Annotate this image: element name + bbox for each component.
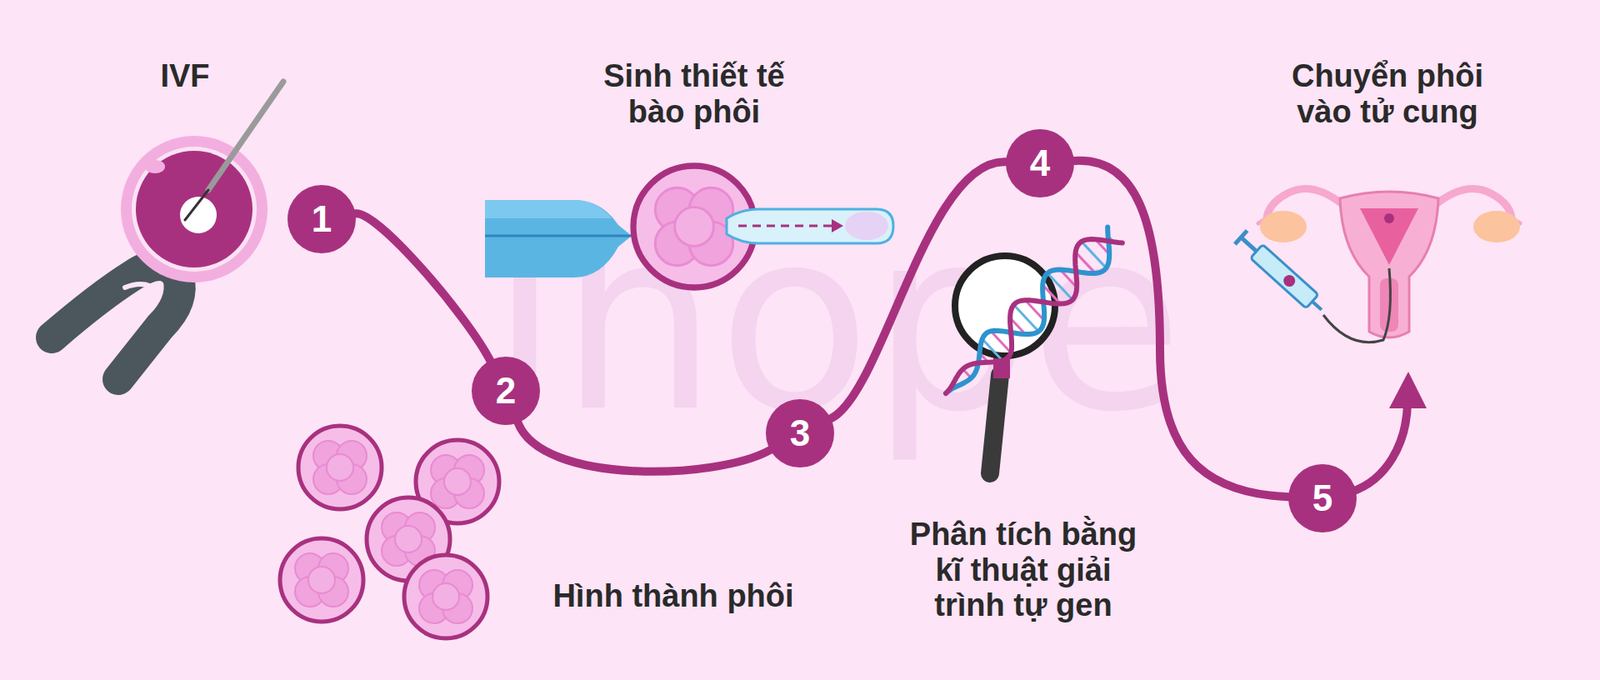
step-number: 5 bbox=[1312, 480, 1333, 517]
art-part bbox=[990, 375, 1000, 474]
process-curve bbox=[355, 213, 490, 360]
dna-rung bbox=[982, 339, 1003, 361]
holding-pipette bbox=[51, 265, 180, 380]
process-curve bbox=[1074, 160, 1289, 497]
art-part bbox=[1250, 244, 1319, 309]
art-part bbox=[1260, 210, 1307, 243]
art-part bbox=[485, 235, 632, 238]
art-part bbox=[1473, 210, 1520, 243]
art-part bbox=[1384, 213, 1395, 224]
egg-cell bbox=[120, 135, 268, 283]
art-part bbox=[955, 255, 1055, 356]
art-part bbox=[1389, 371, 1427, 409]
art-part bbox=[726, 209, 894, 244]
dna-helix bbox=[945, 227, 1123, 394]
art-part bbox=[185, 190, 209, 220]
embryo-cluster bbox=[280, 425, 500, 639]
art-part bbox=[145, 160, 165, 174]
art-part bbox=[280, 538, 364, 622]
step-number: 4 bbox=[1030, 145, 1050, 182]
injection-needle bbox=[185, 81, 284, 220]
art-part bbox=[738, 225, 834, 228]
step-caption: Chuyển phôi vào tử cung bbox=[1273, 58, 1503, 130]
step-caption: Sinh thiết tế bào phôi bbox=[592, 58, 797, 130]
art-part bbox=[208, 81, 284, 190]
dna-rung bbox=[1047, 273, 1073, 300]
art-part bbox=[485, 200, 632, 278]
biopsy-pipette bbox=[485, 200, 632, 278]
art-part bbox=[1240, 237, 1257, 252]
step-caption: IVF bbox=[160, 58, 210, 95]
art-part bbox=[1360, 208, 1419, 265]
process-curve bbox=[518, 422, 771, 471]
art-part bbox=[51, 265, 180, 380]
final-arrow bbox=[1351, 371, 1427, 492]
step-number: 1 bbox=[311, 200, 332, 238]
step-circle: 4 bbox=[1005, 129, 1075, 198]
step-circle: 1 bbox=[287, 185, 356, 254]
dna-strand bbox=[945, 227, 1110, 394]
art-part bbox=[298, 425, 382, 510]
biopsy-needle bbox=[726, 209, 894, 244]
art-part bbox=[831, 219, 844, 233]
art-part bbox=[1312, 301, 1322, 310]
step-caption: Hình thành phôi bbox=[552, 578, 794, 615]
art-part bbox=[131, 146, 257, 272]
art-part bbox=[1280, 272, 1298, 290]
art-part bbox=[135, 150, 253, 268]
art-part bbox=[1235, 230, 1328, 317]
art-part bbox=[404, 555, 488, 639]
art-part bbox=[845, 211, 889, 240]
art-part bbox=[125, 284, 159, 292]
art-part bbox=[1351, 403, 1408, 492]
step-number: 3 bbox=[790, 415, 810, 452]
dna-strand bbox=[945, 239, 1123, 394]
step-circle: 2 bbox=[471, 356, 540, 425]
art-part bbox=[1235, 230, 1248, 245]
process-curve bbox=[830, 161, 1006, 419]
step-caption: Phân tích bằng kĩ thuật giải trình tự ge… bbox=[896, 516, 1151, 624]
step-number: 2 bbox=[495, 372, 516, 410]
step-circle: 3 bbox=[765, 399, 835, 468]
art-part bbox=[485, 200, 612, 219]
step-circle: 5 bbox=[1288, 464, 1357, 533]
art-part bbox=[1323, 268, 1390, 343]
art-part bbox=[120, 135, 268, 283]
transfer-syringe bbox=[1235, 230, 1391, 343]
